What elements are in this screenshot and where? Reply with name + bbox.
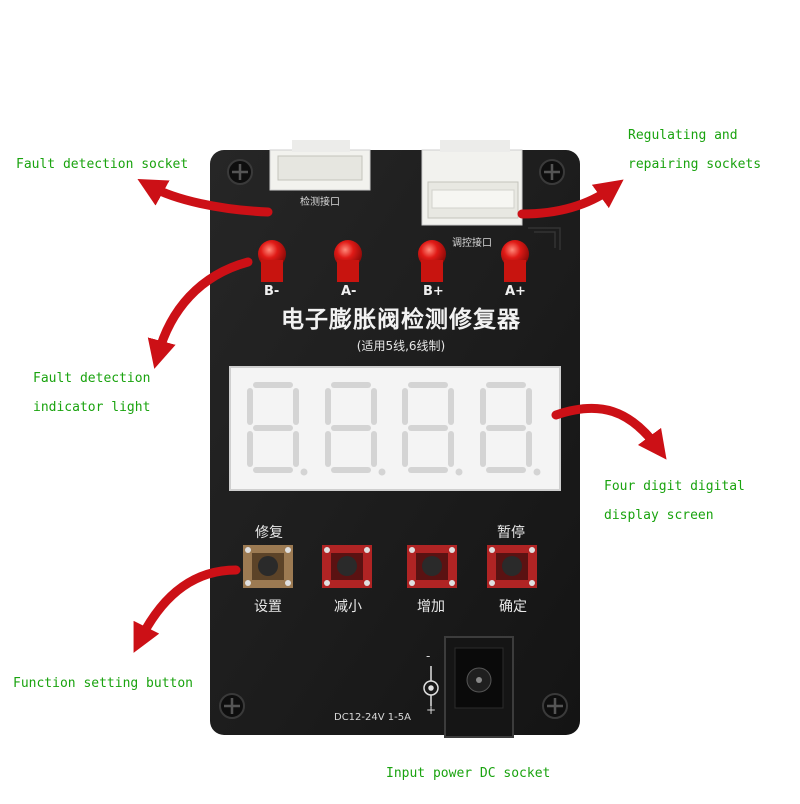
button-label-confirm: 确定 xyxy=(499,599,527,615)
button-confirm xyxy=(487,545,537,588)
led-icon xyxy=(501,240,529,282)
led-icon xyxy=(418,240,446,282)
callout-display-line1: Four digit digital xyxy=(604,479,745,494)
arrow-to-function-button xyxy=(133,565,241,653)
button-decrease xyxy=(322,545,372,588)
callout-indicator-line1: Fault detection xyxy=(33,371,151,386)
screw-icon xyxy=(219,693,245,719)
digit-1-decimal-point xyxy=(300,468,308,476)
board-subtitle: (适用5线,6线制) xyxy=(356,339,446,353)
led-label-a-plus: A+ xyxy=(505,284,526,299)
power-rating-label: DC12-24V 1-5A xyxy=(334,712,411,723)
detect-port-label: 检测接口 xyxy=(300,197,340,208)
arrow-to-display xyxy=(551,403,667,460)
dc-power-jack xyxy=(444,636,514,738)
arrow-to-fault-socket xyxy=(137,178,273,217)
led-label-b-minus: B- xyxy=(264,284,280,299)
polarity-minus: - xyxy=(426,649,431,663)
button-top-label-repair: 修复 xyxy=(255,525,283,541)
polarity-icon xyxy=(423,666,439,706)
board-title: 电子膨胀阀检测修复器 xyxy=(281,307,521,333)
control-port-label: 调控接口 xyxy=(452,238,492,249)
digit-2-decimal-point xyxy=(378,468,386,476)
annotation-arrows xyxy=(133,178,667,653)
led-icon xyxy=(334,240,362,282)
function-buttons xyxy=(243,545,537,588)
led-label-a-minus: A- xyxy=(341,284,357,299)
button-top-label-pause: 暂停 xyxy=(497,525,525,541)
screw-icon xyxy=(542,693,568,719)
callout-display-line2: display screen xyxy=(604,508,714,523)
callout-function-button: Function setting button xyxy=(13,676,194,691)
digit-3-decimal-point xyxy=(455,468,463,476)
detect-connector xyxy=(269,140,371,191)
seven-segment-display xyxy=(229,366,561,491)
led-label-b-plus: B+ xyxy=(423,284,444,299)
led-icon xyxy=(258,240,286,282)
control-connector xyxy=(421,140,523,226)
digit-4-decimal-point xyxy=(533,468,541,476)
screw-icon xyxy=(227,159,253,185)
arrow-to-indicator-light xyxy=(147,257,253,369)
button-set xyxy=(243,545,293,588)
callout-indicator-line2: indicator light xyxy=(33,400,151,415)
polarity-plus: + xyxy=(426,703,437,717)
arrow-to-regulating-sockets xyxy=(517,179,624,219)
button-increase xyxy=(407,545,457,588)
callout-regulating-line1: Regulating and xyxy=(628,128,738,143)
callout-fault-detection-socket: Fault detection socket xyxy=(16,157,189,172)
fault-indicator-leds xyxy=(258,240,529,282)
button-label-decrease: 减小 xyxy=(334,599,362,615)
callout-power-socket: Input power DC socket xyxy=(386,766,551,781)
corner-screws xyxy=(219,159,568,719)
button-label-set: 设置 xyxy=(254,599,282,615)
button-label-increase: 增加 xyxy=(417,599,445,615)
screw-icon xyxy=(539,159,565,185)
callout-regulating-line2: repairing sockets xyxy=(628,157,762,172)
